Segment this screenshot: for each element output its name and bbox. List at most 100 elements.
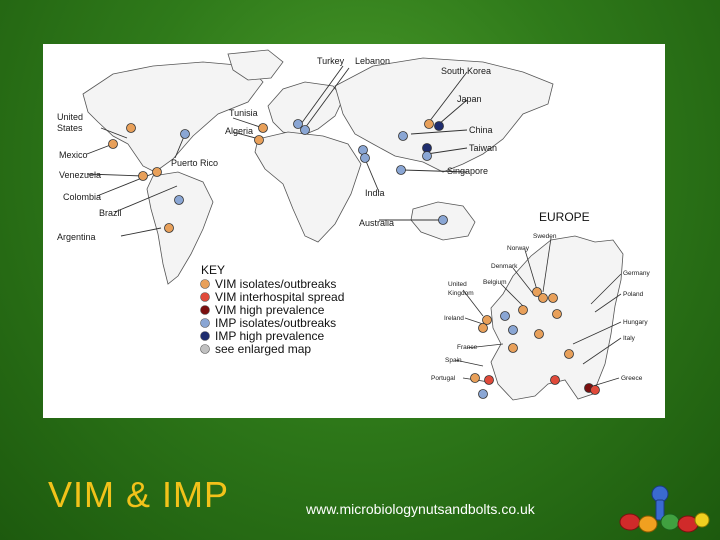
legend-swatch [200, 292, 210, 302]
marker-singapore [396, 165, 406, 175]
eu-marker-germany [548, 293, 558, 303]
label-brazil: Brazil [99, 208, 122, 218]
eu-label-sweden: Sweden [533, 233, 557, 240]
marker-turkey [293, 119, 303, 129]
africa-outline [254, 131, 362, 243]
marker-tunisia [258, 123, 268, 133]
eu-marker-denmark [518, 305, 528, 315]
eu-label-denmark: Denmark [491, 263, 518, 270]
eu-marker-portugal [470, 373, 480, 383]
marker-brazil [174, 195, 184, 205]
europe-labels: Sweden Norway Denmark Belgium United Kin… [431, 233, 650, 382]
marker-argentina [164, 223, 174, 233]
europe-markers [470, 287, 600, 399]
marker-japan [434, 121, 444, 131]
label-argentina: Argentina [57, 232, 96, 242]
eu-marker-italy-2 [550, 375, 560, 385]
label-singapore: Singapore [447, 166, 488, 176]
eu-label-greece: Greece [621, 375, 643, 382]
eu-label-hungary: Hungary [623, 319, 648, 326]
eu-label-germany: Germany [623, 270, 650, 277]
marker-colombia [152, 167, 162, 177]
legend-item-label: IMP isolates/outbreaks [215, 316, 336, 330]
marker-taiwan-2 [422, 151, 432, 161]
europe-title: EUROPE [539, 210, 590, 224]
legend-swatch [200, 305, 210, 315]
marker-india-2 [360, 153, 370, 163]
greenland-outline [227, 49, 284, 81]
marker-south-korea [424, 119, 434, 129]
eu-marker-ireland [478, 323, 488, 333]
marker-lebanon [300, 125, 310, 135]
label-united-states-line1: United [57, 112, 83, 122]
eu-marker-portugal-2 [478, 389, 488, 399]
legend-item-label: VIM high prevalence [215, 303, 325, 317]
label-puerto-rico: Puerto Rico [171, 158, 218, 168]
eu-label-portugal: Portugal [431, 375, 456, 382]
legend-item-label: VIM isolates/outbreaks [215, 277, 336, 291]
label-australia: Australia [359, 218, 394, 228]
eu-marker-greece-2 [590, 385, 600, 395]
eu-marker-hungary [534, 329, 544, 339]
label-mexico: Mexico [59, 150, 88, 160]
eu-marker-italy [564, 349, 574, 359]
label-colombia: Colombia [63, 192, 101, 202]
eu-marker-norway [532, 287, 542, 297]
marker-venezuela [138, 171, 148, 181]
label-venezuela: Venezuela [59, 170, 101, 180]
label-china: China [469, 125, 493, 135]
legend-item-label: IMP high prevalence [215, 329, 325, 343]
eu-marker-sweden [538, 293, 548, 303]
eu-label-poland: Poland [623, 291, 644, 298]
marker-puerto-rico [180, 129, 190, 139]
legend-title: KEY [201, 263, 225, 277]
eu-marker-belgium-2 [508, 325, 518, 335]
eu-marker-poland [552, 309, 562, 319]
label-south-korea: South Korea [441, 66, 491, 76]
eu-label-uk-line1: United [448, 281, 467, 288]
marker-china [398, 131, 408, 141]
label-united-states-line2: States [57, 123, 83, 133]
eu-label-spain: Spain [445, 357, 462, 364]
marker-algeria [254, 135, 264, 145]
website-url: www.microbiologynutsandbolts.co.uk [306, 501, 535, 517]
eu-label-norway: Norway [507, 245, 530, 252]
asia-outline [334, 57, 554, 173]
label-taiwan: Taiwan [469, 143, 497, 153]
legend-swatch [200, 331, 210, 341]
marker-united-states [126, 123, 136, 133]
eu-label-uk-line2: Kingdom [448, 290, 474, 297]
eu-marker-spain [484, 375, 494, 385]
molecule-logo-icon [619, 485, 710, 533]
eu-label-france: France [457, 344, 478, 351]
north-america-outline [82, 61, 264, 173]
world-labels: Turkey Lebanon South Korea Japan China T… [57, 56, 497, 242]
legend-item-label: VIM interhospital spread [215, 290, 344, 304]
europe-leader-lines [454, 237, 622, 387]
eu-label-belgium: Belgium [483, 279, 506, 286]
legend-swatch [200, 279, 210, 289]
eu-marker-france [508, 343, 518, 353]
label-turkey: Turkey [317, 56, 345, 66]
marker-india [358, 145, 368, 155]
label-algeria: Algeria [225, 126, 253, 136]
legend-swatch [200, 318, 210, 328]
marker-mexico [108, 139, 118, 149]
label-tunisia: Tunisia [229, 108, 258, 118]
south-america-outline [146, 171, 214, 285]
europe-outline [267, 81, 344, 137]
label-india: India [365, 188, 385, 198]
label-japan: Japan [457, 94, 482, 104]
eu-label-italy: Italy [623, 335, 636, 342]
label-lebanon: Lebanon [355, 56, 390, 66]
world-markers [108, 119, 448, 233]
map-figure: EUROPE [43, 44, 665, 418]
legend-item-label: see enlarged map [215, 342, 311, 356]
legend-swatch [200, 344, 210, 354]
slide-title: VIM & IMP [48, 474, 230, 515]
marker-australia [438, 215, 448, 225]
leader-lines [86, 65, 468, 237]
world-map-svg: EUROPE [57, 49, 650, 401]
